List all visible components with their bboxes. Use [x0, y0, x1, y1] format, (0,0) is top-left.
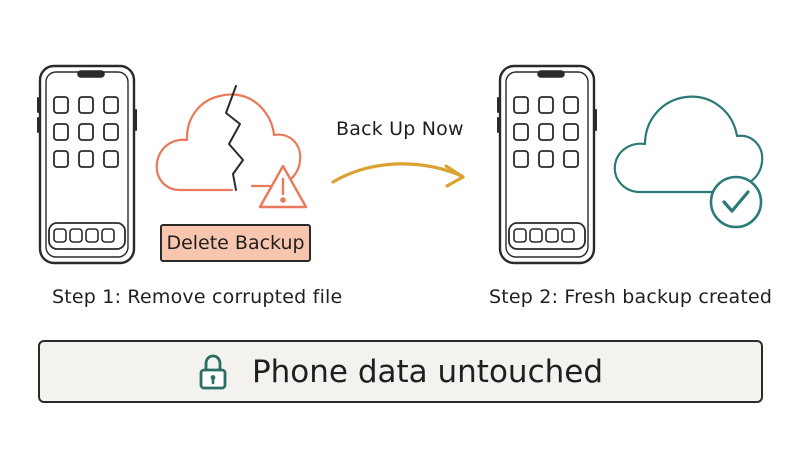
- smartphone-icon: [497, 64, 597, 265]
- footer-banner: Phone data untouched: [38, 340, 763, 403]
- warning-triangle-icon: [258, 164, 308, 209]
- curved-arrow-icon: [331, 162, 465, 188]
- delete-backup-label: Delete Backup: [166, 232, 305, 254]
- step1-caption: Step 1: Remove corrupted file: [52, 286, 343, 308]
- delete-backup-button[interactable]: Delete Backup: [160, 224, 311, 262]
- padlock-icon: [199, 354, 227, 389]
- smartphone-icon: [37, 64, 137, 265]
- transition-label: Back Up Now: [336, 118, 464, 140]
- footer-text: Phone data untouched: [251, 353, 604, 390]
- checkmark-circle-icon: [709, 175, 763, 229]
- cloud-icon: [613, 95, 764, 194]
- step2-caption: Step 2: Fresh backup created: [489, 286, 773, 308]
